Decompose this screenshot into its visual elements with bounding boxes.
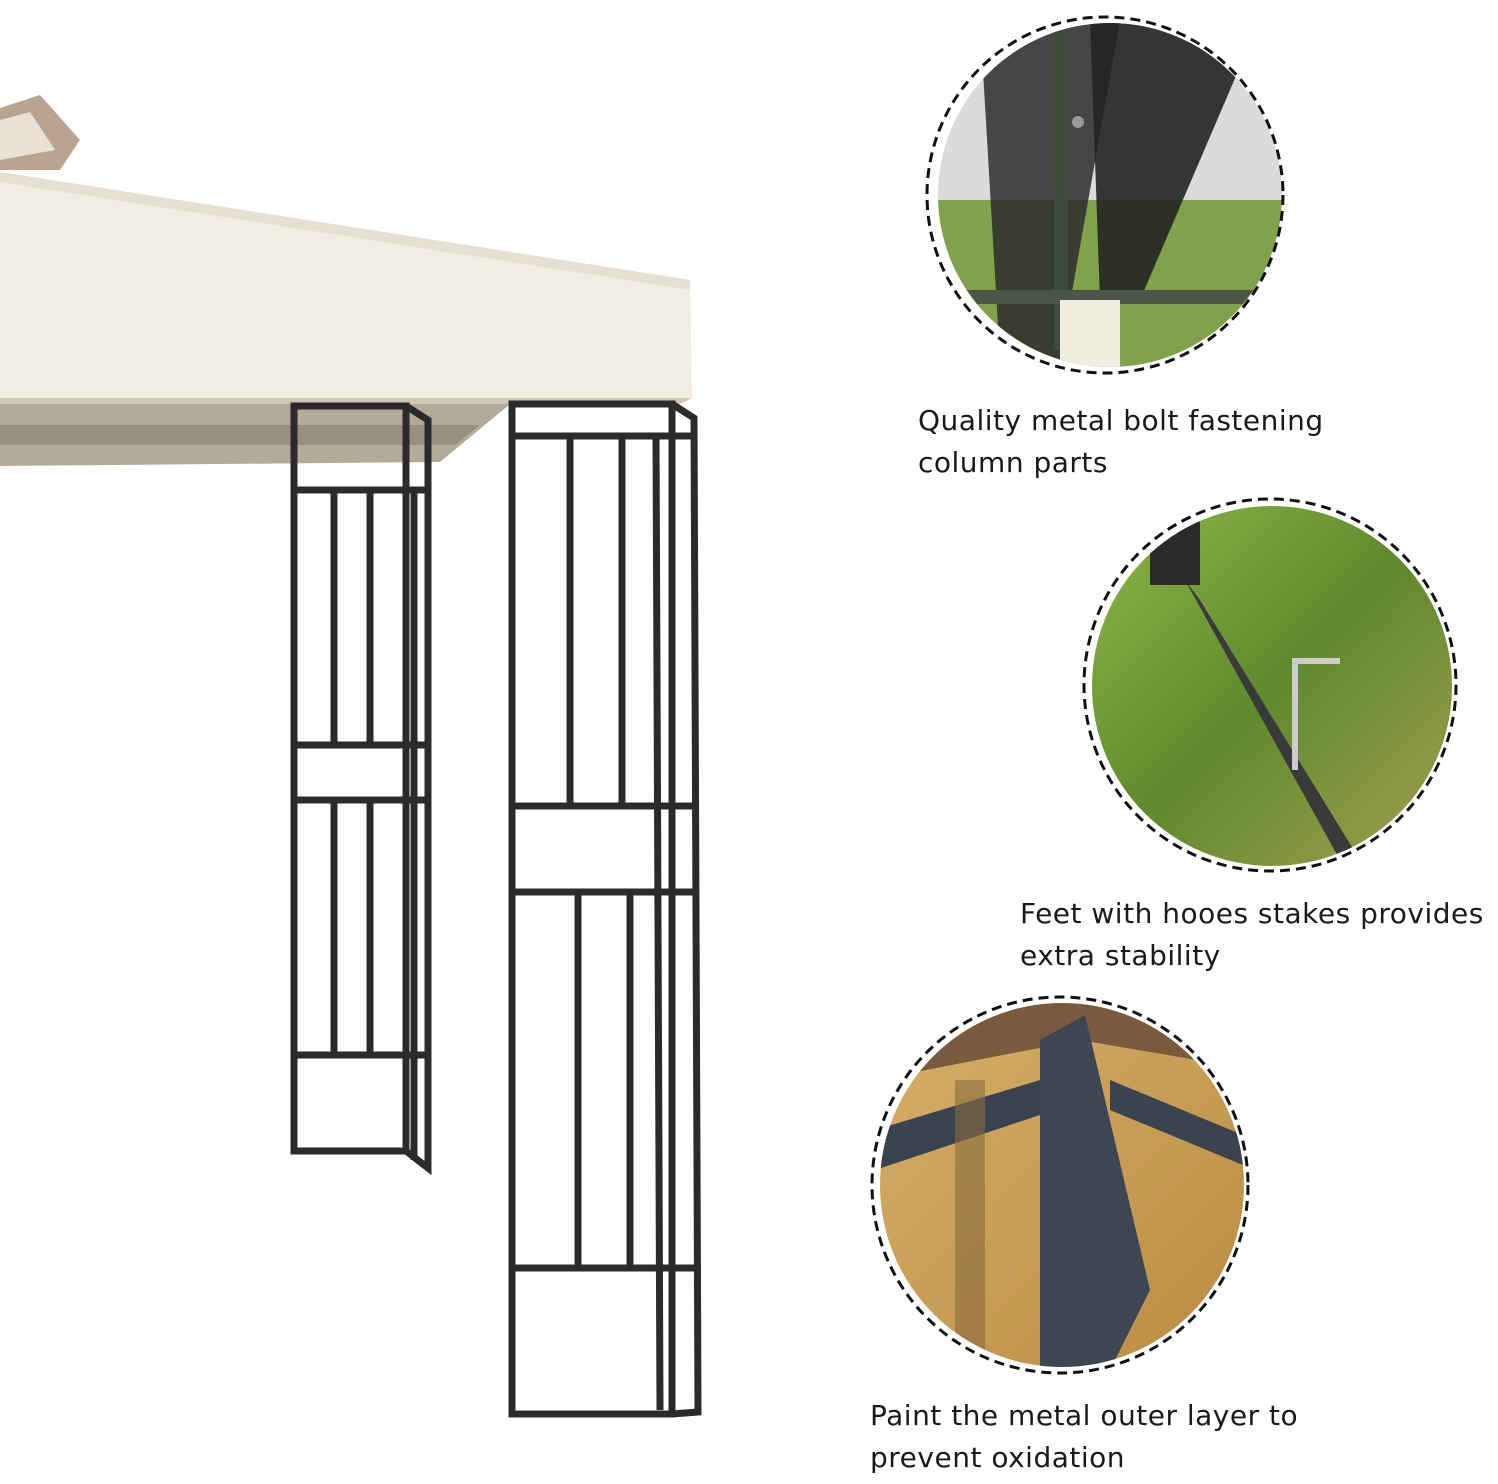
feature-caption-paint: Paint the metal outer layer to prevent o… [870, 1395, 1298, 1479]
caption-line: column parts [918, 446, 1108, 479]
stake-detail-border [1082, 497, 1458, 873]
feature-caption-stakes: Feet with hooes stakes provides extra st… [1020, 893, 1484, 977]
caption-line: Quality metal bolt fastening [918, 404, 1324, 437]
gazebo-leg-frames [290, 400, 702, 1418]
caption-line: Feet with hooes stakes provides [1020, 897, 1484, 930]
caption-line: extra stability [1020, 939, 1221, 972]
gazebo-canopy [0, 95, 692, 466]
caption-line: prevent oxidation [870, 1441, 1126, 1474]
painted-frame-detail-photo [880, 1003, 1244, 1367]
bolt-detail-border [925, 15, 1285, 375]
caption-line: Paint the metal outer layer to [870, 1399, 1299, 1432]
stake-detail-photo [1092, 506, 1452, 866]
feature-caption-bolt: Quality metal bolt fastening column part… [918, 400, 1324, 484]
painted-frame-detail-border [870, 995, 1250, 1375]
